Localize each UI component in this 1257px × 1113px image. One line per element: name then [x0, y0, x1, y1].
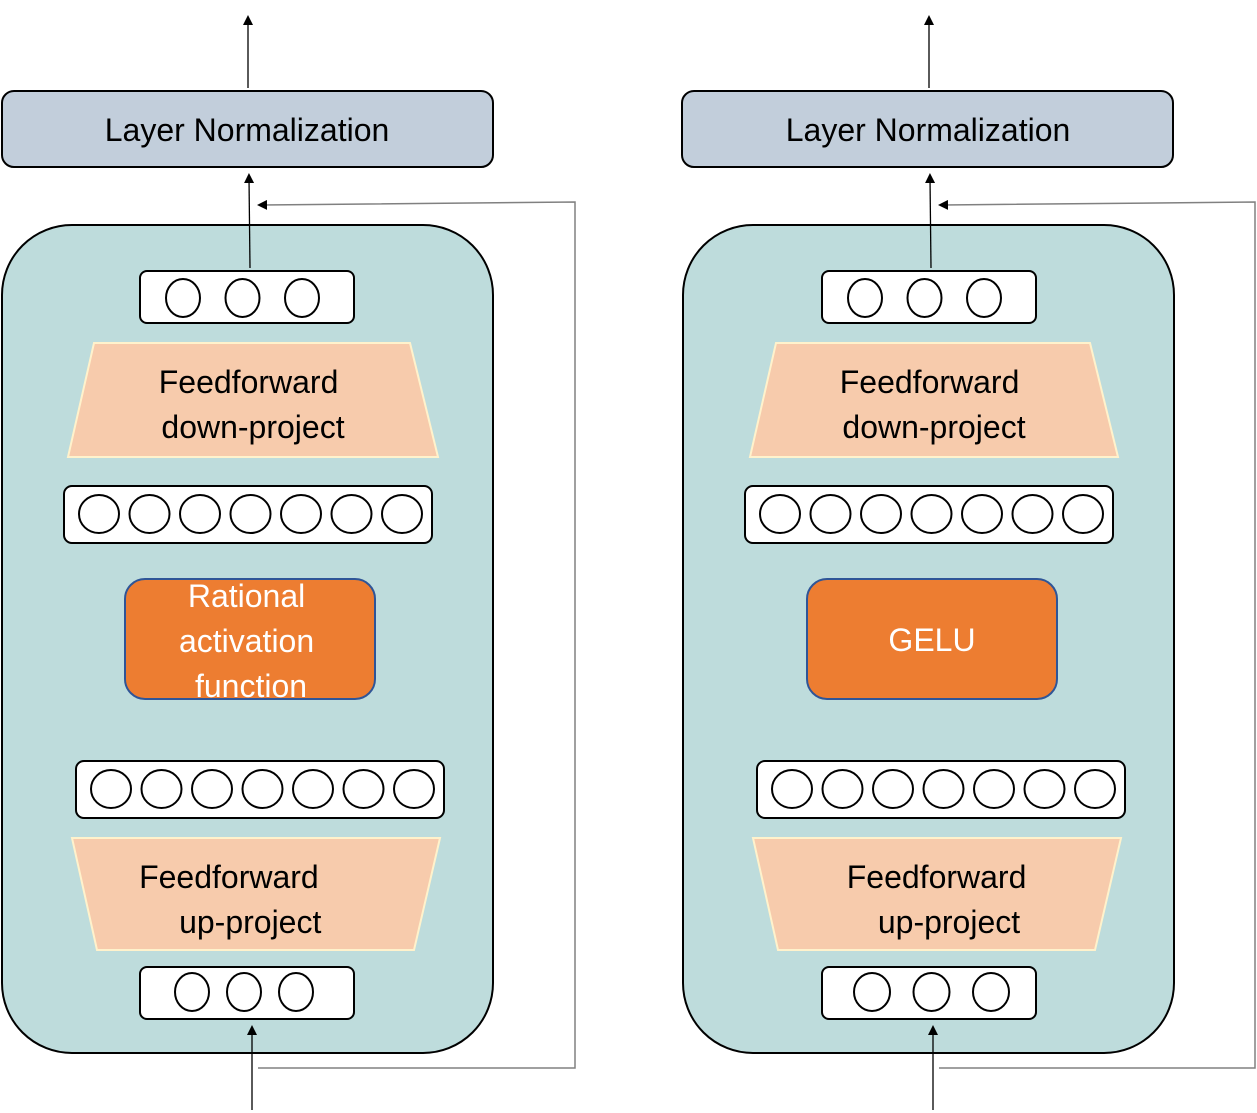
- layer-norm-box: [681, 90, 1174, 168]
- adapter-output-arrow: [244, 173, 255, 269]
- neuron: [278, 972, 314, 1012]
- neuron: [847, 278, 883, 318]
- neuron: [191, 769, 233, 809]
- activation-box: [124, 578, 376, 700]
- down-project-block: [66, 342, 440, 458]
- neuron: [284, 278, 320, 318]
- neuron: [1074, 769, 1116, 809]
- skip-connection: [938, 199, 1256, 1069]
- down-project-label: Feedforward down-project: [840, 364, 1029, 445]
- panel-right: Layer Normalization Feedforward down-pro…: [681, 15, 1256, 1110]
- neuron: [910, 494, 953, 534]
- neuron: [872, 769, 914, 809]
- neuron: [241, 769, 284, 809]
- neuron: [972, 972, 1010, 1012]
- neuron: [381, 494, 423, 534]
- hidden-neuron-layer-top: [744, 485, 1114, 544]
- neuron: [906, 278, 943, 318]
- output-neuron-layer: [139, 270, 355, 324]
- up-project-block: [751, 837, 1123, 951]
- hidden-neuron-layer-bottom: [756, 760, 1126, 819]
- neuron: [128, 494, 171, 534]
- neuron: [393, 769, 435, 809]
- neuron: [226, 972, 262, 1012]
- neuron: [280, 494, 322, 534]
- neuron: [1023, 769, 1066, 809]
- skip-connection: [257, 199, 576, 1069]
- adapter-output-arrow: [925, 173, 936, 269]
- hidden-neuron-layer-bottom: [75, 760, 445, 819]
- neuron: [90, 769, 132, 809]
- layer-norm-label: Layer Normalization: [105, 112, 390, 148]
- neuron: [922, 769, 965, 809]
- layer-norm-box: [1, 90, 494, 168]
- panel-left: Layer Normalization Feedforward down-pro…: [1, 15, 576, 1110]
- neuron: [809, 494, 852, 534]
- layer-norm-label: Layer Normalization: [786, 112, 1071, 148]
- input-neuron-layer: [821, 966, 1037, 1020]
- neuron: [342, 769, 385, 809]
- neuron: [759, 494, 801, 534]
- down-project-label: Feedforward down-project: [159, 364, 348, 445]
- up-project-label: Feedforward up-project: [139, 859, 381, 940]
- activation-label: GELU: [888, 622, 975, 658]
- neuron: [961, 494, 1003, 534]
- neuron: [165, 278, 201, 318]
- up-project-block: [70, 837, 442, 951]
- neuron: [224, 278, 261, 318]
- neuron: [174, 972, 210, 1012]
- down-project-block: [748, 342, 1120, 458]
- output-neuron-layer: [821, 270, 1037, 324]
- neuron: [860, 494, 902, 534]
- neuron: [292, 769, 334, 809]
- activation-box: [806, 578, 1058, 700]
- neuron: [853, 972, 891, 1012]
- neuron: [1011, 494, 1054, 534]
- neuron: [1062, 494, 1104, 534]
- input-neuron-layer: [139, 966, 355, 1020]
- neuron: [229, 494, 272, 534]
- neuron: [179, 494, 221, 534]
- neuron: [330, 494, 373, 534]
- activation-label: Rational activation function: [179, 578, 323, 704]
- neuron: [966, 278, 1002, 318]
- neuron: [912, 972, 951, 1012]
- hidden-neuron-layer-top: [63, 485, 433, 544]
- neuron: [771, 769, 813, 809]
- up-project-label: Feedforward up-project: [847, 859, 1036, 940]
- neuron: [821, 769, 864, 809]
- neuron: [140, 769, 183, 809]
- neuron: [78, 494, 120, 534]
- neuron: [973, 769, 1015, 809]
